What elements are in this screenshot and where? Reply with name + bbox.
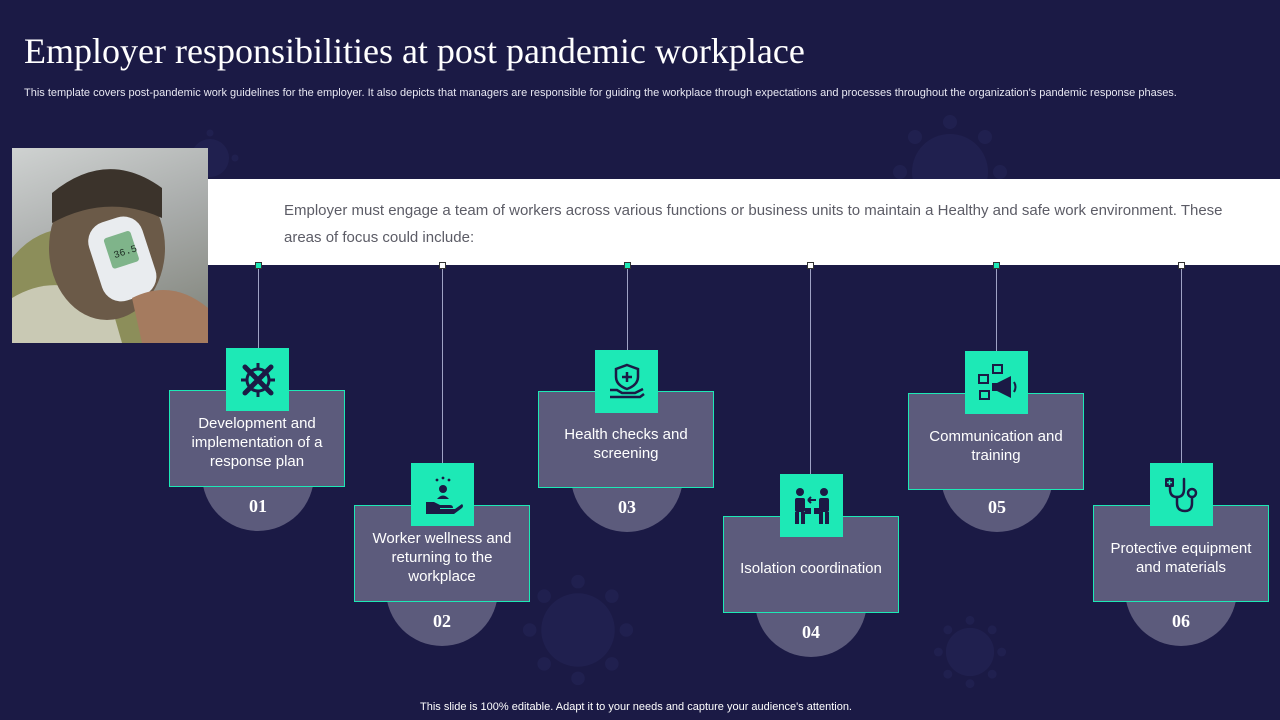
connector-dot: [993, 262, 1000, 269]
connector-dot: [255, 262, 262, 269]
page-subtitle: This template covers post-pandemic work …: [24, 87, 1177, 99]
intro-text: Employer must engage a team of workers a…: [284, 202, 1223, 246]
step-number: 06: [1172, 611, 1190, 631]
tools-icon: [240, 362, 275, 397]
virus-decoration-icon: [522, 574, 634, 686]
step-card: Health checks and screening: [538, 391, 714, 488]
megaphone-icon: [977, 363, 1016, 400]
connector-line: [996, 265, 997, 353]
connector-dot: [807, 262, 814, 269]
step-icon-box: [226, 348, 289, 411]
step-label: Protective equipment and materials: [1110, 539, 1252, 576]
intro-banner: Employer must engage a team of workers a…: [208, 179, 1280, 265]
connector-line: [258, 265, 259, 350]
step-icon-box: [595, 350, 658, 413]
step-number: 01: [249, 496, 267, 516]
connector-line: [627, 265, 628, 352]
connector-line: [442, 265, 443, 465]
step-number: 05: [988, 497, 1006, 517]
step-number: 03: [618, 497, 636, 517]
photo-temperature-check: 36.5: [12, 148, 208, 343]
connector-dot: [624, 262, 631, 269]
connector-dot: [1178, 262, 1185, 269]
page-title: Employer responsibilities at post pandem…: [24, 31, 805, 71]
virus-decoration-icon: [933, 615, 1007, 689]
step-card: Worker wellness and returning to the wor…: [354, 505, 530, 602]
step-icon-box: [780, 474, 843, 537]
step-label: Worker wellness and returning to the wor…: [372, 530, 512, 585]
health-shield-icon: [609, 363, 645, 398]
step-number: 02: [433, 611, 451, 631]
step-icon-box: [411, 463, 474, 526]
stethoscope-icon: [1164, 477, 1197, 512]
step-label: Isolation coordination: [740, 560, 882, 577]
footer-note: This slide is 100% editable. Adapt it to…: [420, 701, 852, 713]
wellness-hand-icon: [425, 476, 463, 514]
step-label: Development and implementation of a resp…: [191, 415, 323, 470]
step-label: Communication and training: [929, 427, 1063, 464]
thermometer-photo-icon: 36.5: [12, 169, 208, 343]
connector-line: [1181, 265, 1182, 465]
isolation-people-icon: [794, 487, 829, 524]
step-number: 04: [802, 622, 820, 642]
connector-line: [810, 265, 811, 475]
step-icon-box: [965, 351, 1028, 414]
step-icon-box: [1150, 463, 1213, 526]
step-label: Health checks and screening: [564, 425, 688, 462]
connector-dot: [439, 262, 446, 269]
